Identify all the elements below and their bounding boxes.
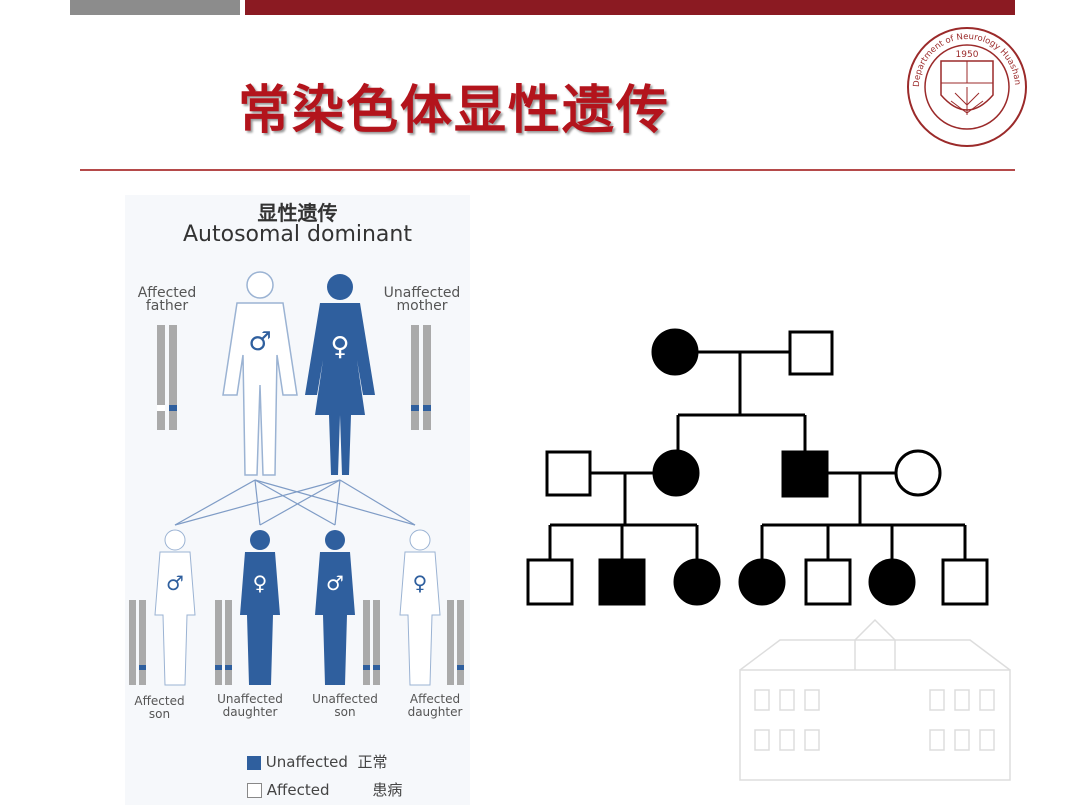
- affected-female: [738, 558, 786, 606]
- unaffected-male: [545, 450, 592, 497]
- affected-male: [598, 558, 646, 606]
- affected-female: [673, 558, 721, 606]
- autosomal-dominant-figure: 显性遗传 Autosomal dominant Affected father …: [125, 195, 470, 805]
- unaffected-male: [941, 558, 989, 606]
- female-symbol: ♀: [330, 332, 349, 362]
- child-label: Unaffected son: [312, 692, 378, 719]
- affected-female: [652, 449, 700, 497]
- slide-title: 常染色体显性遗传: [238, 81, 671, 141]
- svg-text:1950: 1950: [956, 50, 979, 60]
- figure-title-en: Autosomal dominant: [183, 222, 412, 247]
- parent-label: Unaffected mother: [383, 285, 461, 314]
- legend-unaffected: Unaffected 正常: [247, 751, 387, 772]
- affected-male: [781, 450, 829, 498]
- affected-female: [868, 558, 916, 606]
- male-symbol: ♂: [248, 327, 271, 357]
- hospital-logo: Department of Neurology Huashan Hospital…: [905, 25, 1027, 147]
- unaffected-male: [804, 558, 852, 606]
- svg-text:♂: ♂: [326, 571, 344, 595]
- title-divider: [80, 169, 1015, 171]
- inheritance-illustration: ♂ ♀ ♂ ♀ ♂ ♀: [129, 271, 464, 686]
- affected-female: [651, 328, 699, 376]
- child-label: Affected son: [134, 694, 185, 721]
- figure-title-cn: 显性遗传: [257, 201, 338, 225]
- unaffected-female: [894, 449, 942, 497]
- header-bar-gray: [70, 0, 240, 15]
- legend-affected: Affected 患病: [247, 779, 402, 800]
- unaffected-male: [526, 558, 574, 606]
- child-label: Unaffected daughter: [217, 692, 283, 719]
- svg-text:♀: ♀: [253, 571, 268, 595]
- svg-text:♂: ♂: [166, 571, 184, 595]
- child-label: Affected daughter: [407, 692, 463, 719]
- hospital-building-watermark: [739, 618, 1011, 781]
- header-bar-red: [245, 0, 1015, 15]
- unaffected-male: [788, 330, 834, 376]
- parent-label: Affected father: [137, 285, 197, 314]
- svg-text:♀: ♀: [413, 571, 428, 595]
